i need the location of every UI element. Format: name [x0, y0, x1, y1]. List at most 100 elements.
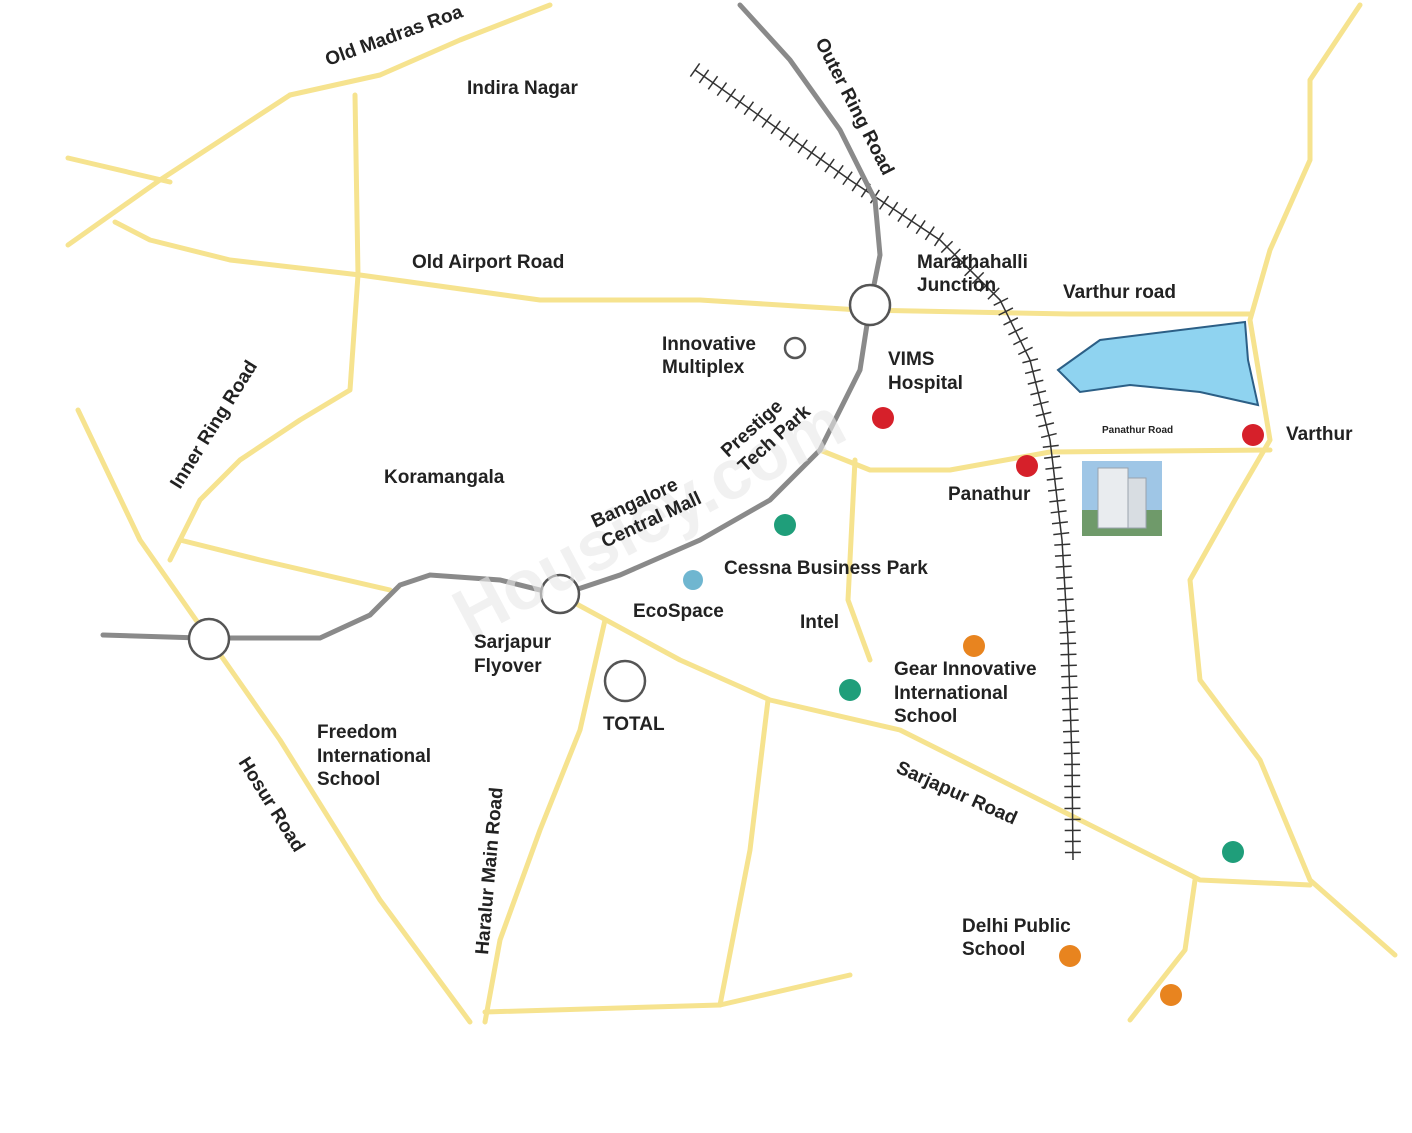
label-freedom: Freedom: [317, 722, 397, 743]
railway-tie: [1060, 664, 1077, 667]
railway-tie: [1061, 697, 1078, 700]
railway-tie: [1054, 543, 1071, 546]
railway-tie: [940, 240, 954, 254]
south-connector: [717, 697, 771, 1008]
railway-tie: [1022, 358, 1039, 364]
railway-tie: [1058, 609, 1075, 612]
railway-tie: [1051, 521, 1068, 525]
old-airport-road: [112, 219, 1253, 317]
label-intel: Intel: [800, 612, 839, 633]
railway-line: [689, 63, 1081, 861]
label-vims: VIMS: [888, 349, 934, 370]
label-inner-ring-road: Inner Ring Road: [166, 357, 262, 493]
outer-ring-road: [100, 2, 883, 641]
railway-tie: [1013, 336, 1029, 346]
railway-tie: [824, 158, 835, 173]
railway-tie: [1062, 719, 1079, 722]
railway-tie: [815, 152, 826, 167]
railway-tie: [1060, 642, 1077, 645]
railway-tie: [1060, 653, 1077, 656]
school-marker: [1160, 984, 1182, 1006]
sarjapur-junction: [539, 573, 581, 615]
label-varthur: Varthur: [1286, 424, 1353, 445]
railway-tie: [1044, 455, 1061, 459]
railway-tie: [979, 279, 992, 292]
hospital-marker: [1016, 455, 1038, 477]
railway-tie: [1046, 477, 1063, 481]
railway-tie: [1063, 741, 1080, 744]
hospital-marker: [872, 407, 894, 429]
railway-tie: [1056, 576, 1073, 579]
label-freedom-school: School: [317, 769, 380, 790]
railway-tie: [1032, 400, 1049, 407]
label-old-airport-road: Old Airport Road: [412, 252, 564, 273]
railway-tie: [1059, 631, 1076, 634]
north-road: [65, 92, 293, 248]
railway-tie: [933, 232, 945, 247]
label-gear-school: School: [894, 706, 957, 727]
varthur-lake: [1056, 320, 1260, 407]
railway-tie: [1053, 532, 1070, 536]
railway-tie: [689, 63, 701, 77]
indiranagar-vertical: [352, 92, 361, 278]
label-sarjapur: Sarjapur: [474, 632, 552, 653]
railway-tie: [964, 264, 977, 277]
railway-tie: [993, 297, 1009, 306]
varthur-east-road: [1187, 2, 1398, 958]
project-building-image: [1082, 461, 1162, 536]
hospital-marker: [1242, 424, 1264, 446]
label-gear: Gear Innovative: [894, 659, 1037, 680]
marathahalli-junction: [848, 283, 892, 327]
railway-tie: [906, 213, 917, 229]
label-marathahalli: Marathahalli: [917, 252, 1028, 273]
railway-tie: [725, 88, 737, 103]
railway-tie: [707, 75, 719, 90]
innovative-multiplex-marker: [783, 336, 807, 360]
panathur-road: [817, 447, 1273, 473]
label-panathur: Panathur: [948, 484, 1031, 505]
inner-ring-road: [167, 272, 361, 563]
railway-tie: [956, 256, 969, 269]
label-panathur-road: Panathur Road: [1102, 425, 1173, 436]
railway-tie: [842, 171, 853, 186]
railway-tie: [987, 287, 1000, 300]
railway-tie: [743, 101, 755, 116]
railway-tie: [1049, 499, 1066, 503]
sarjapur-road: [557, 592, 1313, 888]
label-total: TOTAL: [603, 714, 665, 735]
south-road: [482, 972, 853, 1015]
label-dps-school: School: [962, 939, 1025, 960]
label-ecospace: EcoSpace: [633, 601, 724, 622]
railway-tie: [971, 271, 985, 285]
railway-tie: [948, 248, 961, 261]
railway-tie: [770, 120, 781, 135]
railway-tie: [806, 145, 817, 160]
railway-tie: [1061, 686, 1078, 689]
railway-tie: [924, 226, 935, 241]
railway-tie: [761, 113, 773, 128]
label-indira-nagar: Indira Nagar: [467, 78, 578, 99]
koramangala-road: [177, 537, 393, 593]
roads: [65, 2, 1398, 1025]
office-marker: [774, 514, 796, 536]
railway-tie: [752, 107, 764, 122]
railway-tie: [1062, 708, 1079, 711]
label-innovative: Innovative: [662, 334, 756, 355]
railway-tie: [1050, 510, 1067, 514]
railway-tie: [1030, 390, 1047, 396]
railway-tie: [1024, 368, 1041, 375]
railway-tie: [1042, 444, 1059, 449]
railway-tie: [1055, 565, 1072, 568]
railway-tie: [1058, 620, 1075, 623]
railway-tie: [698, 69, 710, 84]
railway-tie: [1063, 730, 1080, 733]
railway-tie: [1035, 411, 1052, 417]
label-freedom-international: International: [317, 746, 431, 767]
label-gear-international: International: [894, 683, 1008, 704]
railway-tie: [1017, 346, 1033, 356]
railway-tie: [788, 133, 799, 147]
old-madras-road: [287, 2, 553, 98]
railway-tie: [1003, 317, 1019, 326]
railway-tie: [1056, 587, 1073, 590]
